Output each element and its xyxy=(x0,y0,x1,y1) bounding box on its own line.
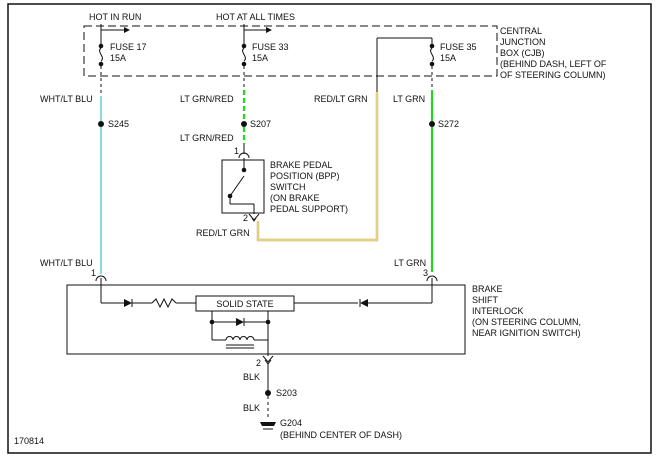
interlock-pin-2: 2 xyxy=(256,358,261,368)
bpp-switch-box xyxy=(221,159,265,214)
fuse-35-rating: 15A xyxy=(440,53,456,63)
bpp-line-1: BRAKE PEDAL xyxy=(270,160,333,170)
bpp-pin-1: 1 xyxy=(234,146,239,156)
bpp-pin-2: 2 xyxy=(243,213,248,223)
interlock-module-box xyxy=(66,284,466,355)
bpp-line-3: SWITCH xyxy=(270,182,306,192)
interlock-label: BRAKE SHIFT INTERLOCK (ON STEERING COLUM… xyxy=(472,284,581,338)
interlock-line-2: SHIFT xyxy=(472,295,499,305)
cjb-line-1: CENTRAL xyxy=(500,26,542,36)
interlock-line-3: INTERLOCK xyxy=(472,306,524,316)
fuse-35-symbol xyxy=(377,37,435,67)
cjb-line-2: JUNCTION xyxy=(500,37,546,47)
diagram-frame xyxy=(7,3,652,454)
figure-id: 170814 xyxy=(14,436,44,446)
interlock-pin-1: 1 xyxy=(91,268,96,278)
fuse-17-name: FUSE 17 xyxy=(110,42,147,52)
wht-lt-blu-bottom-label: WHT/LT BLU xyxy=(40,258,93,268)
hot-in-run-bus xyxy=(100,24,130,38)
lt-grn-circuit xyxy=(429,66,435,272)
fuse-33-name: FUSE 33 xyxy=(252,42,289,52)
splice-s203-label: S203 xyxy=(276,388,297,398)
interlock-line-5: NEAR IGNITION SWITCH) xyxy=(472,328,581,338)
solenoid-coil-icon xyxy=(225,336,255,341)
lt-grn-top-label: LT GRN xyxy=(393,94,425,104)
red-lt-grn-circuit xyxy=(256,38,379,242)
interlock-pin-3-connector xyxy=(426,275,438,303)
bpp-line-4: (ON BRAKE xyxy=(270,193,320,203)
fuse-33-rating: 15A xyxy=(252,53,268,63)
fuse-17-rating: 15A xyxy=(110,53,126,63)
cjb-line-3: BOX (CJB) xyxy=(500,48,545,58)
ground-icon xyxy=(260,422,276,426)
hot-at-all-times-bus xyxy=(243,24,272,38)
splice-s207-label: S207 xyxy=(250,119,271,129)
interlock-internal-circuit xyxy=(101,295,432,356)
bpp-line-5: PEDAL SUPPORT) xyxy=(270,204,348,214)
fuse-17-symbol xyxy=(98,38,104,67)
right-diode-icon xyxy=(360,299,368,307)
cjb-line-5: OF STEERING COLUMN) xyxy=(500,70,606,80)
wht-lt-blu-circuit xyxy=(98,66,104,274)
lt-grn-bottom-label: LT GRN xyxy=(394,258,426,268)
red-lt-grn-top-label: RED/LT GRN xyxy=(314,94,368,104)
splice-s245-dot xyxy=(98,121,104,127)
solid-state-label: SOLID STATE xyxy=(216,299,273,309)
left-diode-icon xyxy=(124,299,132,307)
blk-label-2: BLK xyxy=(243,403,260,413)
interlock-line-1: BRAKE xyxy=(472,284,503,294)
wht-lt-blu-top-label: WHT/LT BLU xyxy=(40,94,93,104)
red-lt-grn-wire-inner xyxy=(256,92,379,242)
splice-s203-dot xyxy=(265,390,271,396)
cjb-line-4: (BEHIND DASH, LEFT OF xyxy=(500,59,607,69)
blk-label-1: BLK xyxy=(243,372,260,382)
ground-g204-location: (BEHIND CENTER OF DASH) xyxy=(280,430,402,440)
hot-in-run-label: HOT IN RUN xyxy=(89,12,141,22)
interlock-line-4: (ON STEERING COLUMN, xyxy=(472,317,581,327)
ground-g204-name: G204 xyxy=(280,418,302,428)
inner-diode-icon xyxy=(236,318,244,326)
cjb-label: CENTRAL JUNCTION BOX (CJB) (BEHIND DASH,… xyxy=(500,26,607,80)
resistor-icon xyxy=(151,297,177,309)
splice-s245-label: S245 xyxy=(108,119,129,129)
red-lt-grn-bpp-label: RED/LT GRN xyxy=(196,228,250,238)
splice-s272-dot xyxy=(429,121,435,127)
bpp-line-2: POSITION (BPP) xyxy=(270,171,340,181)
fuse-33-symbol xyxy=(241,38,247,67)
bpp-switch-label: BRAKE PEDAL POSITION (BPP) SWITCH (ON BR… xyxy=(270,160,348,214)
splice-s207-dot xyxy=(241,121,247,127)
fuse-35-name: FUSE 35 xyxy=(440,42,477,52)
interlock-pin-1-connector xyxy=(95,275,107,303)
lt-grn-red-top-label: LT GRN/RED xyxy=(180,94,234,104)
blk-ground-circuit xyxy=(260,355,276,430)
splice-s272-label: S272 xyxy=(438,119,459,129)
bpp-switch-symbol xyxy=(221,152,265,222)
cjb-outline xyxy=(83,25,498,77)
hot-at-all-times-label: HOT AT ALL TIMES xyxy=(216,12,295,22)
lt-grn-red-mid-label: LT GRN/RED xyxy=(180,133,234,143)
lt-grn-red-circuit xyxy=(241,66,247,154)
interlock-pin-3: 3 xyxy=(423,268,428,278)
